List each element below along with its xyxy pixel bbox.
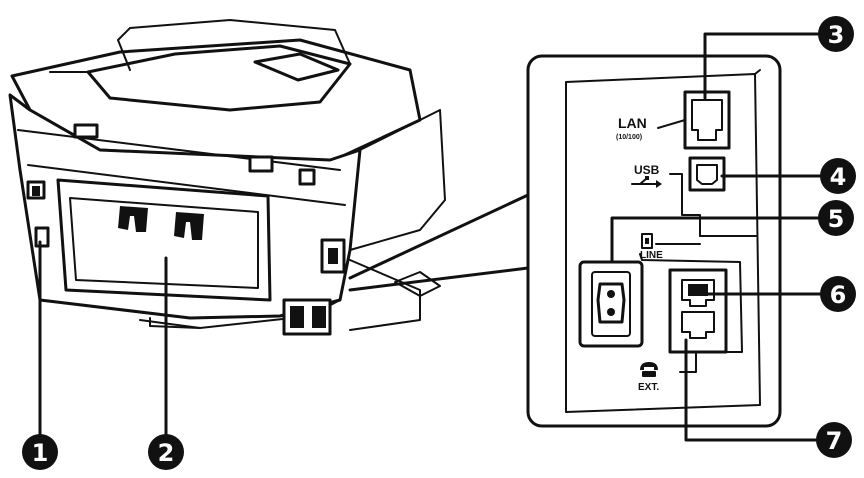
svg-text:1: 1	[32, 439, 49, 467]
lan-speed-label: (10/100)	[616, 134, 642, 141]
power-inlet-pin-bottom	[607, 308, 615, 316]
callout-1: 1	[22, 434, 58, 470]
callout-7: 7	[816, 422, 852, 458]
line-jack-icon	[641, 233, 653, 249]
left-vent	[34, 226, 50, 248]
line-label: LINE	[640, 250, 663, 261]
svg-text:2: 2	[158, 439, 175, 467]
adf-paper-guide	[253, 52, 340, 82]
callout-2: 2	[148, 434, 184, 470]
usb-label: USB	[634, 163, 660, 177]
svg-text:4: 4	[830, 163, 847, 191]
body-clip-left	[73, 123, 99, 139]
line-port	[681, 279, 715, 307]
rear-cover-latch-right	[174, 212, 204, 240]
ext-label: EXT.	[638, 382, 659, 393]
svg-text:5: 5	[828, 205, 845, 233]
svg-text:7: 7	[826, 427, 843, 455]
zoom-connector	[348, 193, 530, 292]
power-inlet-pin-top	[607, 290, 615, 298]
svg-text:6: 6	[830, 281, 847, 309]
usb-port	[688, 156, 726, 192]
body-clip-right	[248, 155, 274, 173]
svg-text:3: 3	[828, 21, 845, 49]
callout-4: 4	[820, 158, 856, 194]
rear-cover	[56, 178, 272, 302]
callout-6: 6	[820, 276, 856, 312]
lan-label: LAN	[618, 115, 647, 131]
callout-leaders	[38, 32, 824, 442]
ext-port	[681, 311, 715, 339]
telephone-icon	[640, 362, 658, 377]
body-clip-small	[298, 168, 316, 186]
callout-3: 3	[818, 16, 854, 52]
callout-5: 5	[818, 200, 854, 236]
usb-symbol-icon	[631, 176, 662, 188]
rear-cover-latch-left	[118, 206, 148, 232]
printer-illustration	[8, 19, 446, 336]
port-panel-zoom: LAN (10/100) USB	[526, 54, 782, 428]
